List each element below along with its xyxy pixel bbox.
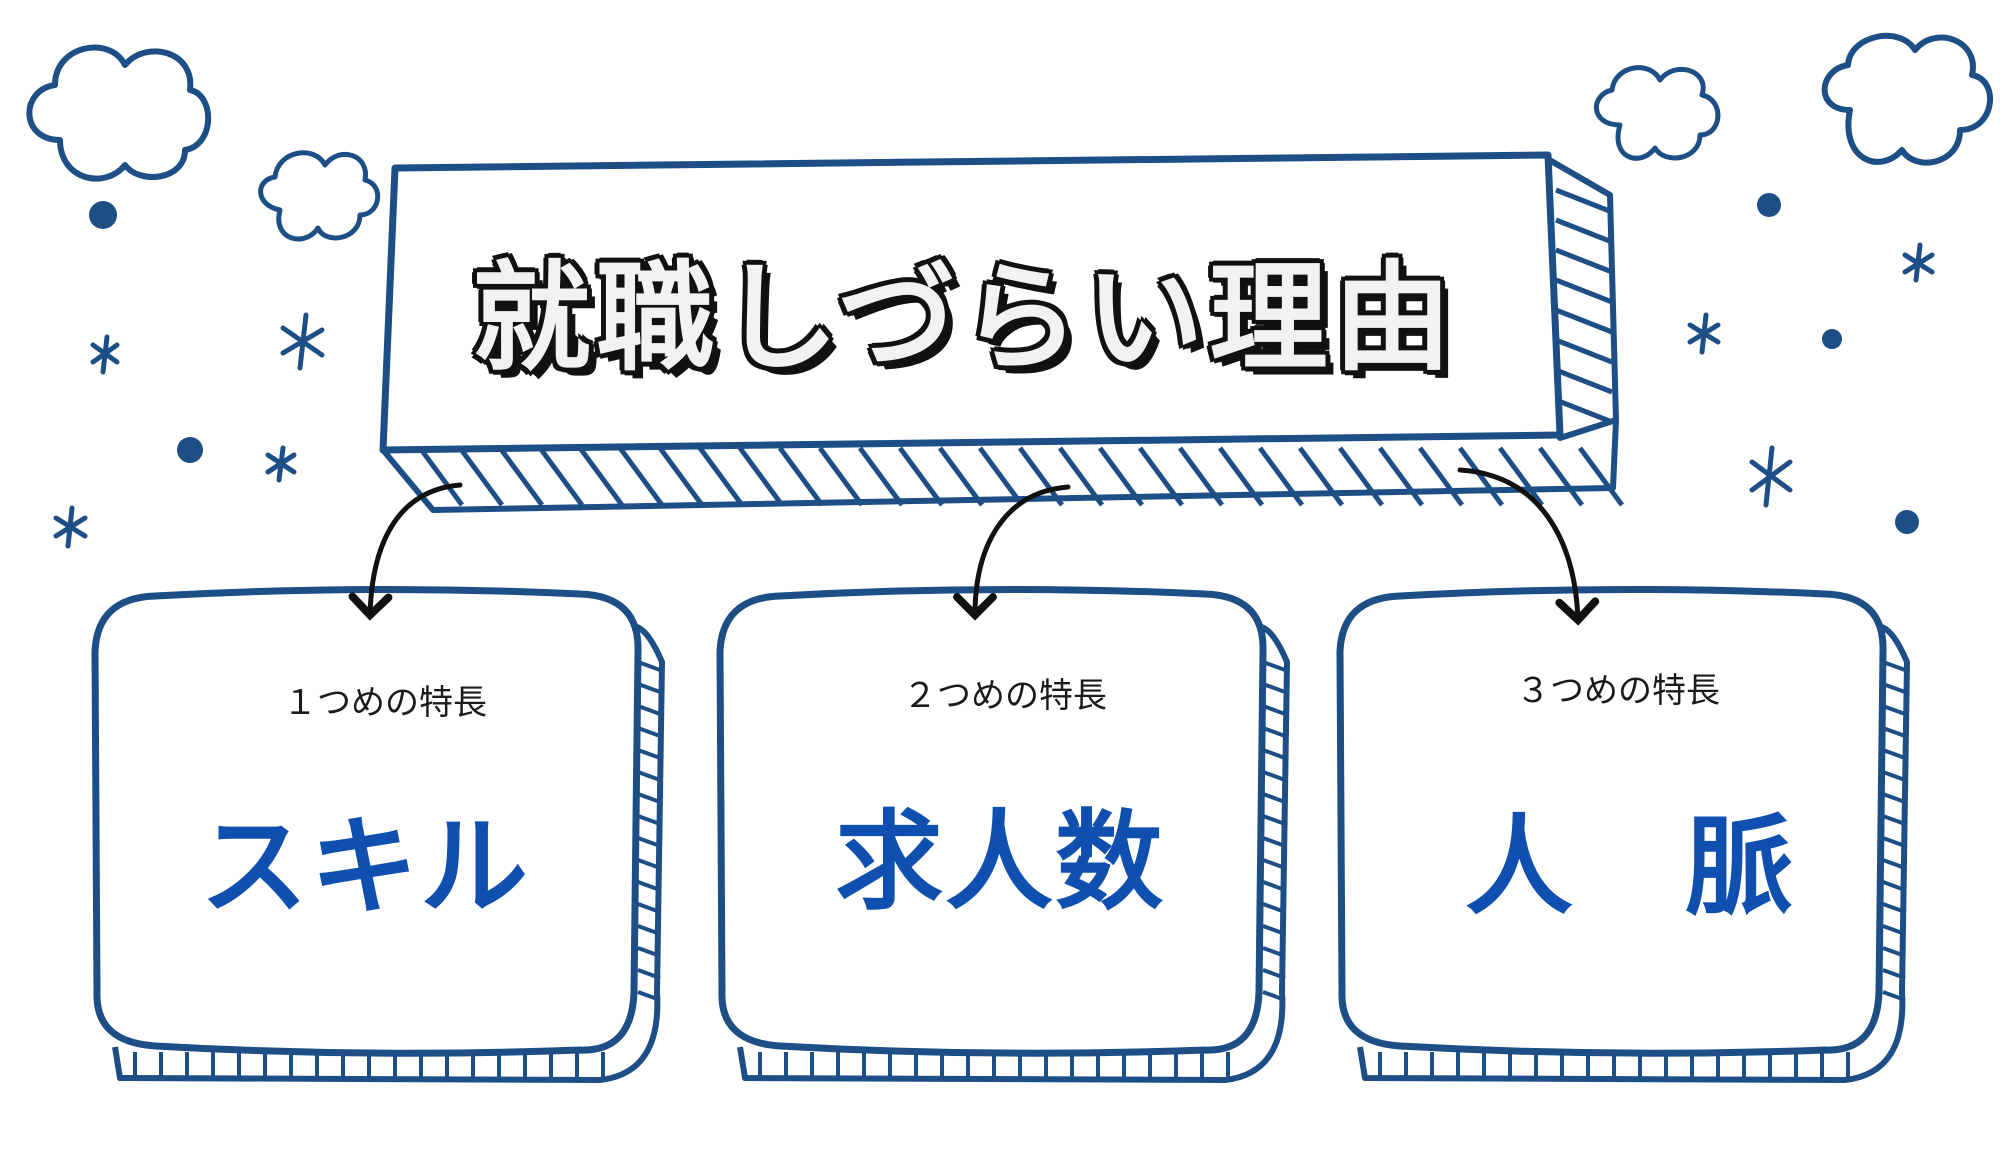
card-1-label: スキル bbox=[199, 805, 530, 930]
card-2 bbox=[716, 585, 1290, 1083]
cloud-icon bbox=[1821, 32, 1994, 166]
arrow-to-card-1 bbox=[348, 482, 463, 621]
title-box-hatching bbox=[1555, 187, 1613, 425]
title-box-hatching bbox=[417, 446, 1625, 507]
card-3 bbox=[1336, 585, 1910, 1083]
arrow-to-card-3 bbox=[1457, 467, 1600, 626]
card-1 bbox=[91, 585, 665, 1083]
arrow-to-card-2 bbox=[953, 484, 1071, 621]
card-2-subtitle: ２つめの特長 bbox=[903, 676, 1107, 716]
card-2-label: 求人数 bbox=[834, 800, 1165, 925]
cloud-icon bbox=[258, 150, 381, 242]
cloud-icon bbox=[26, 44, 212, 182]
arrow-connectors bbox=[348, 467, 1600, 626]
cloud-icon bbox=[1594, 65, 1721, 161]
dot-icon bbox=[89, 193, 1919, 534]
card-3-subtitle: ３つめの特長 bbox=[1516, 671, 1720, 711]
card-1-subtitle: １つめの特長 bbox=[283, 683, 487, 723]
card-3-label: 人 脈 bbox=[1464, 805, 1795, 930]
diagram-title: 就職しづらい理由 bbox=[472, 248, 1458, 387]
title-box bbox=[379, 151, 1619, 513]
sparkle-icon bbox=[53, 242, 1935, 549]
